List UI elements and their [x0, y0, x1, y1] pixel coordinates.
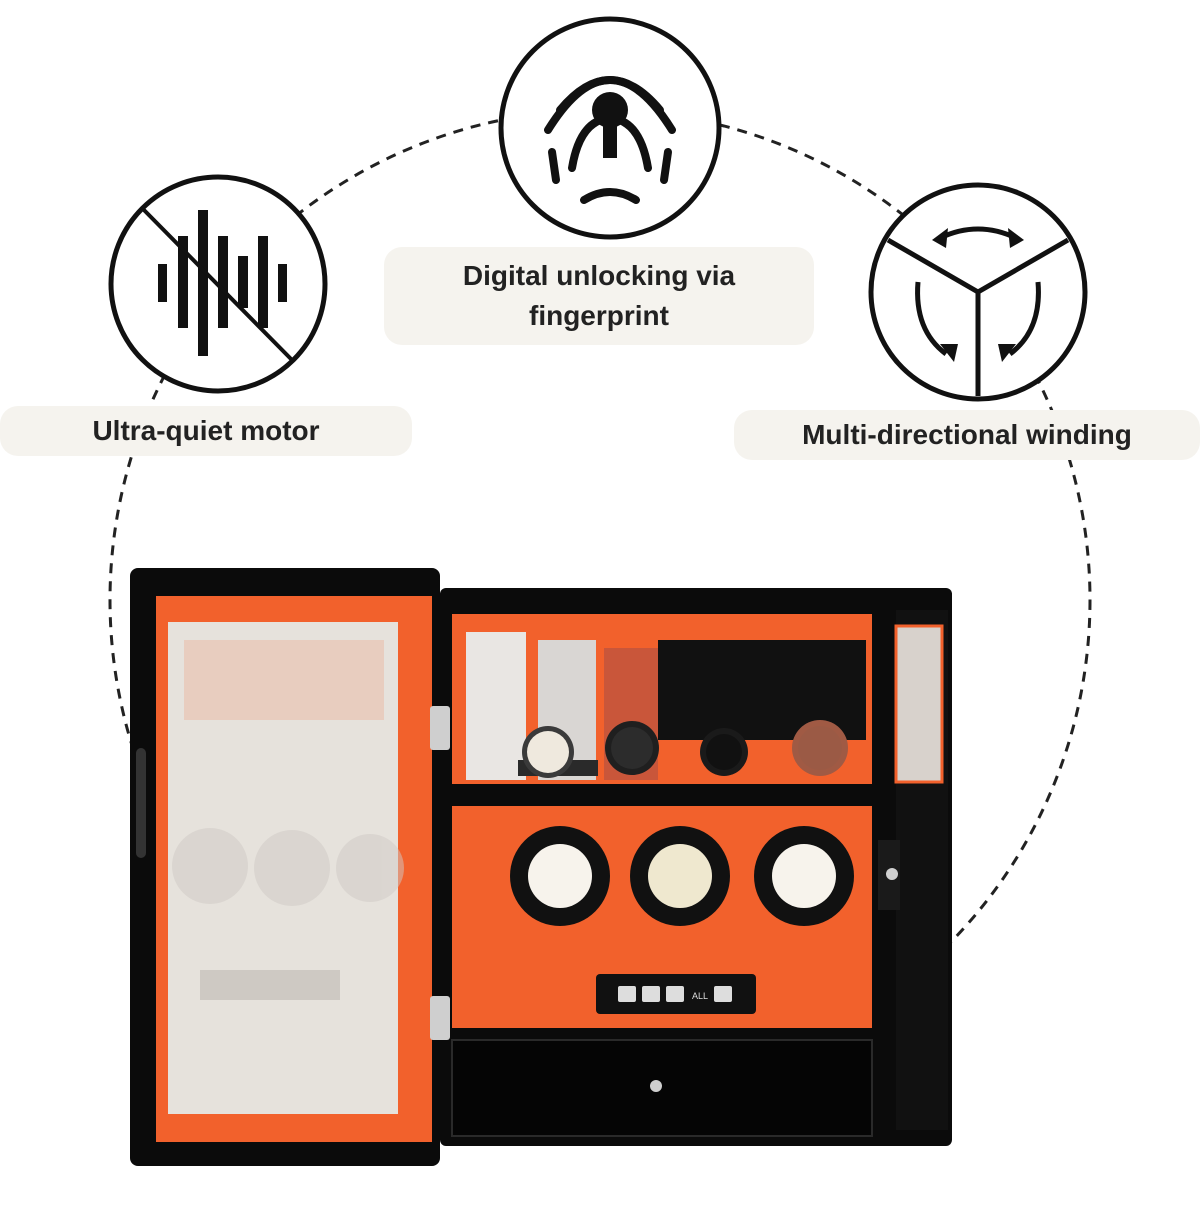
hinge [430, 996, 450, 1040]
lock-keyhole [886, 868, 898, 880]
control-label-all: ALL [692, 991, 708, 1001]
hinge [430, 706, 450, 750]
drawer-knob [650, 1080, 662, 1092]
feature-label-text: Ultra-quiet motor [92, 415, 320, 446]
display-watches [518, 720, 848, 778]
watch-face [798, 726, 842, 770]
control-button [714, 986, 732, 1002]
watch-face [527, 731, 569, 773]
door-handle [136, 748, 146, 858]
feature-label-text: Multi-directional winding [802, 419, 1132, 450]
watch-face [706, 734, 742, 770]
fingerprint-keyhole-icon [498, 16, 722, 240]
winder-rotors [510, 826, 854, 926]
control-button [642, 986, 660, 1002]
shelf-divider [452, 784, 872, 806]
watch-face [611, 727, 653, 769]
display-glass-panel [466, 632, 526, 780]
rotation-arrows-icon [868, 182, 1088, 402]
watch-winder-product: ALL [130, 568, 952, 1166]
control-button [618, 986, 636, 1002]
feature-label-multi-winding: Multi-directional winding [734, 410, 1200, 460]
feature-label-fingerprint: Digital unlocking via fingerprint [384, 247, 814, 345]
bottom-drawer [451, 1039, 873, 1137]
feature-label-text: Digital unlocking via fingerprint [462, 260, 736, 331]
no-sound-wave-icon [108, 174, 328, 394]
control-button [666, 986, 684, 1002]
feature-label-quiet-motor: Ultra-quiet motor [0, 406, 412, 456]
side-window [894, 624, 944, 784]
door-reflection [172, 640, 404, 1000]
